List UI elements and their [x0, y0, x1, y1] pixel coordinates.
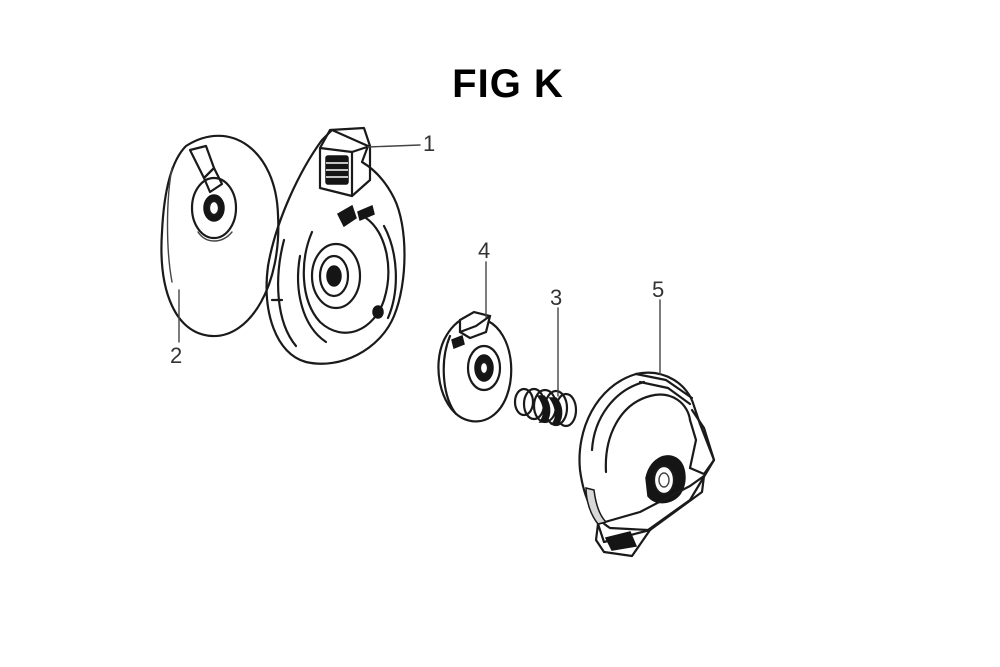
callout-2: 2	[170, 343, 182, 368]
callout-1: 1	[423, 131, 435, 156]
part-5-rear-cover	[578, 371, 716, 558]
leader-line-1	[367, 144, 421, 148]
leader-lines	[178, 144, 661, 397]
part-4-pulley-disc	[437, 310, 513, 423]
callout-5: 5	[652, 277, 664, 302]
figure-title: FIG K	[452, 62, 564, 106]
callout-3: 3	[550, 285, 562, 310]
part-3-coil-spring	[513, 387, 578, 428]
part-1-starter-housing	[265, 126, 406, 365]
part-2-disc-plate	[160, 134, 280, 338]
callout-4: 4	[478, 238, 490, 263]
